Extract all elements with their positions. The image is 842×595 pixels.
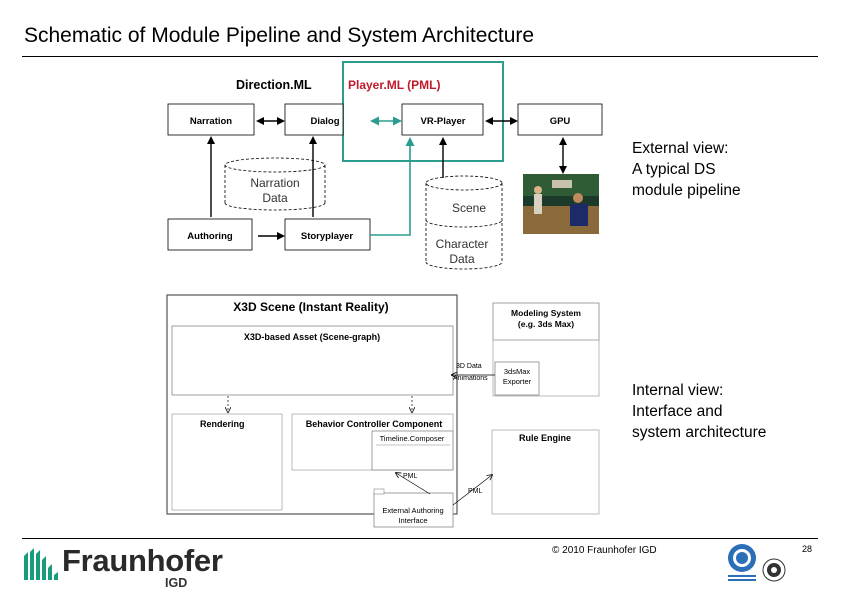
gpu-label: GPU <box>550 116 571 127</box>
rendered-scene-image <box>523 174 599 234</box>
pml-arrow-2 <box>452 475 492 506</box>
character-data-label-1: Character <box>436 237 489 251</box>
rule-engine-box <box>491 429 600 515</box>
timeline-composer-box <box>371 430 454 471</box>
narration-data-label-2: Data <box>262 191 288 205</box>
internal-caption-line: Internal view: <box>632 382 724 399</box>
authoring-label: Authoring <box>187 231 233 242</box>
authoring-box <box>167 218 253 251</box>
dialog-label: Dialog <box>310 116 339 127</box>
storyplayer-vr-arrow <box>370 137 415 236</box>
slide-title: Schematic of Module Pipeline and System … <box>24 24 535 47</box>
internal-view-caption: Internal view: Interface and system arch… <box>632 380 766 443</box>
vr-player-label: VR-Player <box>421 116 466 127</box>
page-number: 28 <box>802 544 813 554</box>
data-label-2: Animations <box>453 375 488 382</box>
pml-label-2: PML <box>468 488 483 495</box>
narration-data-top <box>224 157 326 173</box>
narration-label: Narration <box>190 116 232 127</box>
timeline-composer-label: Timeline.Composer <box>380 434 445 443</box>
fraunhofer-logo-text: Fraunhofer <box>62 543 223 578</box>
character-data-label-2: Data <box>449 252 475 266</box>
scene-label: Scene <box>452 201 486 215</box>
external-authoring-label-2: Interface <box>398 516 427 525</box>
rendering-box <box>171 413 283 511</box>
external-authoring-label-1: External Authoring <box>382 506 443 515</box>
data-label-1: 3D Data <box>456 363 482 370</box>
external-caption-line: module pipeline <box>632 182 741 199</box>
external-view-caption: External view: A typical DS module pipel… <box>632 138 741 201</box>
modeling-system-box <box>492 302 600 341</box>
pml-arrow-1 <box>396 473 431 495</box>
x3d-asset-box <box>171 325 454 396</box>
player-ml-label: Player.ML (PML) <box>348 78 440 92</box>
copyright-notice: © 2010 Fraunhofer IGD <box>552 545 657 556</box>
rendering-label: Rendering <box>200 419 245 429</box>
exporter-box <box>494 361 540 396</box>
external-authoring-box <box>373 492 454 528</box>
narration-box <box>167 103 255 136</box>
dialog-box <box>284 103 344 136</box>
gpu-box <box>517 103 603 136</box>
scene-cylinder-top <box>425 175 503 191</box>
storyplayer-label: Storyplayer <box>301 231 354 242</box>
modeling-system-label-2: (e.g. 3ds Max) <box>518 319 574 329</box>
exporter-label-2: Exporter <box>503 377 532 386</box>
internal-caption-line: Interface and <box>632 403 723 420</box>
narration-data-label-1: Narration <box>250 176 299 190</box>
x3d-scene-label: X3D Scene (Instant Reality) <box>233 300 388 314</box>
fraunhofer-logo-sub: IGD <box>165 576 188 590</box>
exporter-label-1: 3dsMax <box>504 367 531 376</box>
certification-badges <box>728 544 786 582</box>
internal-caption-line: system architecture <box>632 424 767 441</box>
fraunhofer-logo-icon <box>24 548 58 580</box>
iqnet-certification-seal-icon <box>762 558 786 582</box>
iso-certification-seal-icon <box>728 544 756 581</box>
external-caption-line: External view: <box>632 140 729 157</box>
external-caption-line: A typical DS <box>632 161 716 178</box>
x3d-scene-frame <box>166 294 458 515</box>
vr-player-box <box>401 103 484 136</box>
rule-engine-label: Rule Engine <box>519 433 571 443</box>
modeling-system-area <box>492 339 600 397</box>
title-divider <box>22 56 818 57</box>
footer-divider <box>22 538 818 539</box>
modeling-system-label-1: Modeling System <box>511 308 581 318</box>
x3d-asset-label: X3D-based Asset (Scene-graph) <box>244 332 380 342</box>
direction-ml-label: Direction.ML <box>236 78 312 92</box>
behavior-controller-label: Behavior Controller Component <box>306 419 443 429</box>
pml-label-1: PML <box>403 473 418 480</box>
